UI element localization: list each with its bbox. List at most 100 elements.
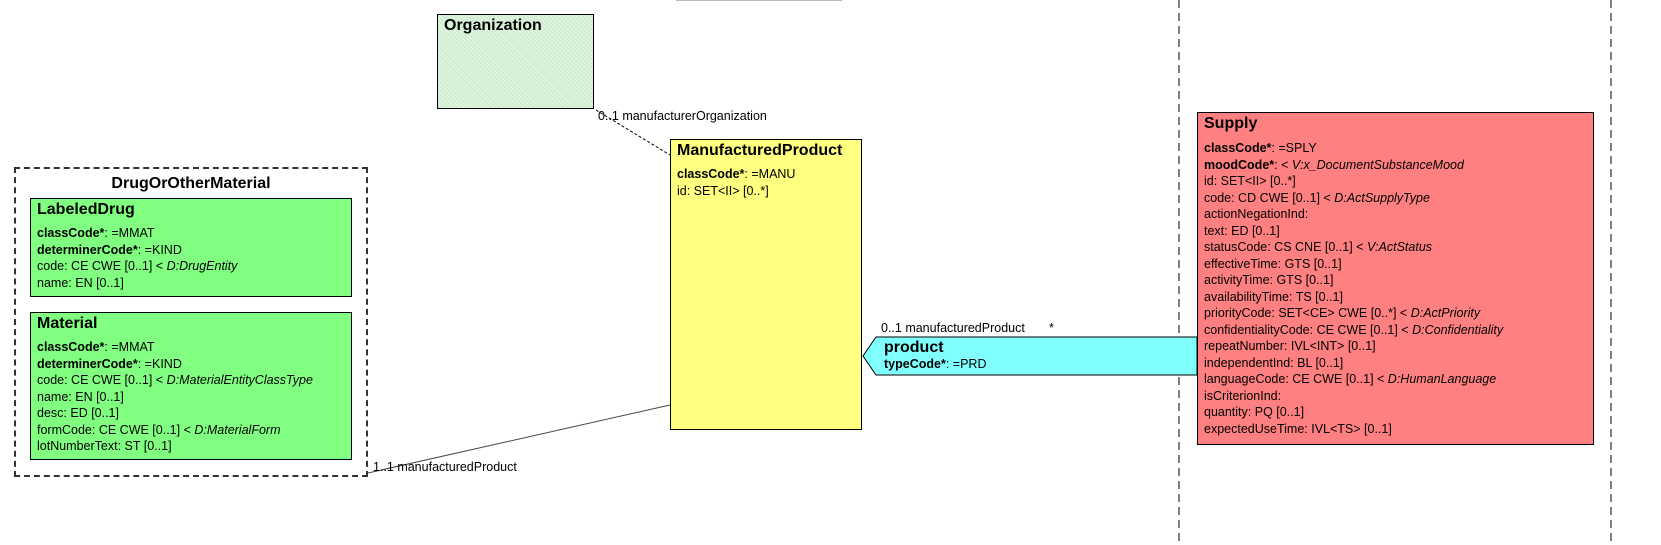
attribute-type: : [1304,207,1309,221]
attribute-type: : GTS [0..1] [1269,273,1334,287]
attribute-name: lotNumberText [37,439,118,453]
attribute-name: actionNegationInd [1204,207,1305,221]
material-class[interactable]: Material classCode*: =MMAT determinerCod… [30,312,352,460]
attribute-name: classCode* [1204,141,1272,155]
attribute-type: : =SPLY [1271,141,1317,155]
attribute-type: : =MMAT [104,340,155,354]
attribute-row: id: SET<II> [0..*] [1204,173,1503,190]
attribute-row: code: CE CWE [0..1] < D:DrugEntity [37,258,237,275]
attribute-row: quantity: PQ [0..1] [1204,404,1503,421]
attribute-row: id: SET<II> [0..*] [677,183,795,200]
attribute-name: priorityCode [1204,306,1272,320]
manufactured-product-attributes: classCode*: =MANU id: SET<II> [0..*] [677,166,795,199]
attribute-row: text: ED [0..1] [1204,223,1503,240]
attribute-name: activityTime [1204,273,1270,287]
attribute-type: : EN [0..1] [68,389,124,404]
attribute-name: classCode* [37,226,105,240]
attribute-name: moodCode* [1204,157,1275,172]
attribute-row: lotNumberText: ST [0..1] [37,438,313,455]
attribute-name: typeCode* [884,357,946,371]
top-divider [676,0,842,1]
attribute-name: availabilityTime [1204,289,1289,304]
product-title: product [884,339,944,356]
attribute-type: : BL [0..1] [1290,355,1344,370]
attribute-row: name: EN [0..1] [37,275,237,292]
attribute-type: : GTS [0..1] [1277,256,1342,271]
attribute-type: : =KIND [137,242,182,257]
attribute-domain: D:HumanLanguage [1387,372,1497,386]
attribute-row: classCode*: =MMAT [37,339,313,356]
labeled-drug-class[interactable]: LabeledDrug classCode*: =MMAT determiner… [30,198,352,297]
supply-class[interactable]: Supply classCode*: =SPLY moodCode*: < V:… [1197,112,1594,445]
attribute-name: code [37,373,65,387]
attribute-type: : SET<II> [0..*] [686,183,769,198]
product-participation[interactable]: product typeCode*: =PRD [884,339,986,372]
attribute-name: effectiveTime [1204,256,1278,271]
attribute-name: quantity [1204,405,1248,419]
attribute-domain: D:MaterialEntityClassType [166,373,313,387]
attribute-row: confidentialityCode: CE CWE [0..1] < D:C… [1204,322,1503,339]
supply-title: Supply [1204,115,1258,132]
attribute-row: independentInd: BL [0..1] [1204,355,1503,372]
attribute-domain: D:MaterialForm [194,422,281,437]
attribute-name: determinerCode* [37,356,138,371]
attribute-name: statusCode [1204,240,1268,254]
attribute-type: : CE CWE [0..1] < [64,373,167,387]
attribute-name: formCode [37,422,92,437]
attribute-type: : =MMAT [104,226,155,240]
attribute-type: : =MANU [744,167,796,181]
attribute-row: determinerCode*: =KIND [37,356,313,373]
attribute-type: : =PRD [945,357,987,371]
attribute-row: isCriterionInd: [1204,388,1503,405]
attribute-domain: D:Confidentiality [1412,322,1504,337]
attribute-row: expectedUseTime: IVL<TS> [0..1] [1204,421,1503,438]
attribute-row: repeatNumber: IVL<INT> [0..1] [1204,338,1503,355]
attribute-type: : [1277,388,1282,403]
attribute-type: : PQ [0..1] [1247,405,1305,419]
attribute-name: code [37,259,65,273]
manufactured-product-class[interactable]: ManufacturedProduct classCode*: =MANU id… [670,139,862,430]
attribute-name: languageCode [1204,372,1286,386]
attribute-row: typeCode*: =PRD [884,357,986,372]
supply-attributes: classCode*: =SPLY moodCode*: < V:x_Docum… [1204,140,1503,437]
material-title: Material [37,315,98,332]
product-participation-shape [862,336,1198,376]
attribute-row: priorityCode: SET<CE> CWE [0..*] < D:Act… [1204,305,1503,322]
multiplicity-star-label: * [1049,321,1054,335]
attribute-name: determinerCode* [37,242,138,257]
attribute-name: name [37,275,69,290]
attribute-row: formCode: CE CWE [0..1] < D:MaterialForm [37,422,313,439]
attribute-name: repeatNumber [1204,339,1284,353]
labeled-drug-attributes: classCode*: =MMAT determinerCode*: =KIND… [37,225,237,291]
attribute-row: desc: ED [0..1] [37,405,313,422]
attribute-row: activityTime: GTS [0..1] [1204,272,1503,289]
material-attributes: classCode*: =MMAT determinerCode*: =KIND… [37,339,313,455]
attribute-domain: D:ActSupplyType [1334,190,1430,205]
attribute-row: name: EN [0..1] [37,389,313,406]
attribute-type: : IVL<INT> [0..1] [1283,339,1376,353]
attribute-name: confidentialityCode [1204,322,1310,337]
attribute-row: moodCode*: < V:x_DocumentSubstanceMood [1204,157,1503,174]
attribute-name: expectedUseTime [1204,421,1305,436]
attribute-type: : CE CWE [0..1] < [1285,372,1388,386]
attribute-type: : < [1274,157,1292,172]
attribute-type: : SET<CE> CWE [0..*] < [1271,306,1411,320]
attribute-type: : CS CNE [0..1] < [1267,240,1367,254]
attribute-type: : CD CWE [0..1] < [1231,190,1335,205]
attribute-type: : IVL<TS> [0..1] [1304,421,1392,436]
attribute-row: classCode*: =MANU [677,166,795,183]
attribute-name: classCode* [677,167,745,181]
connector-material-manprod [367,404,671,474]
attribute-name: name [37,389,69,404]
attribute-row: code: CE CWE [0..1] < D:MaterialEntityCl… [37,372,313,389]
attribute-type: : CE CWE [0..1] < [64,259,167,273]
attribute-row: classCode*: =SPLY [1204,140,1503,157]
attribute-type: : CE CWE [0..1] < [1309,322,1413,337]
organization-class[interactable]: Organization [437,14,594,109]
labeled-drug-title: LabeledDrug [37,201,135,218]
attribute-domain: D:ActPriority [1410,306,1481,320]
attribute-type: : =KIND [137,356,182,371]
attribute-name: independentInd [1204,355,1291,370]
attribute-type: : EN [0..1] [68,275,124,290]
manufactured-product-top-label: 0..1 manufacturedProduct [881,321,1025,335]
